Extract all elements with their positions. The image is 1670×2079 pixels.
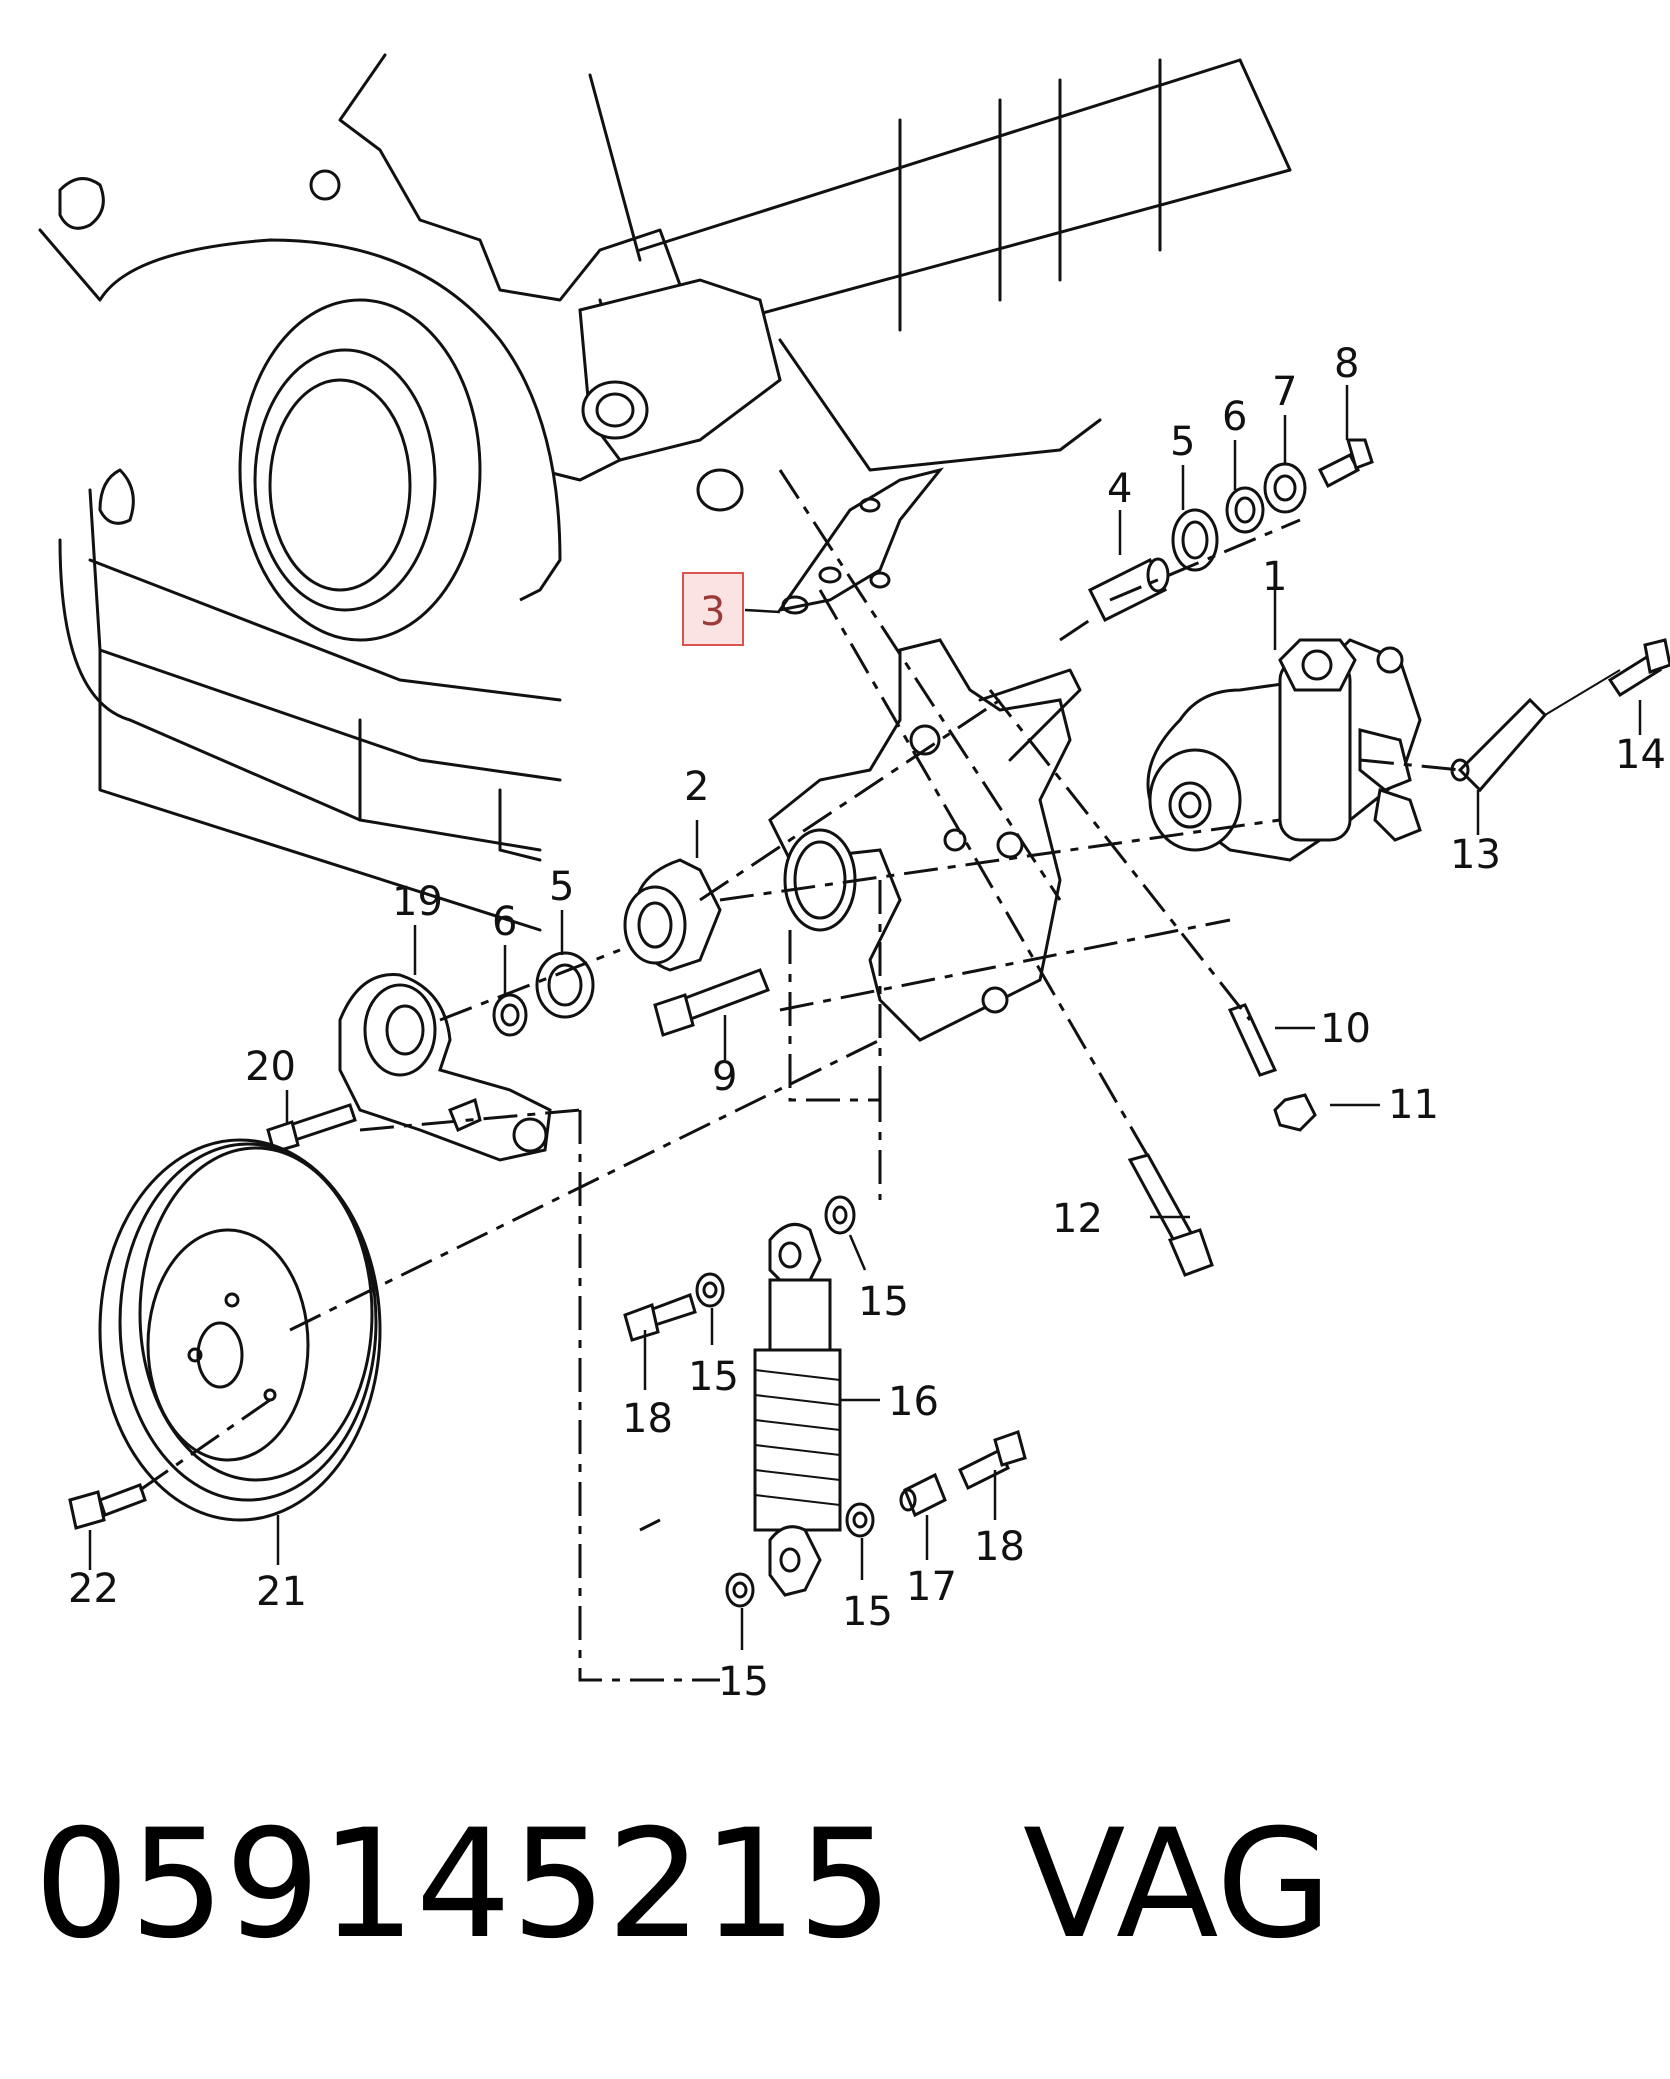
washer-part-15-c — [845, 1502, 875, 1538]
callout-18-left: 18 — [622, 1396, 673, 1442]
callout-12: 12 — [1052, 1196, 1103, 1242]
callout-10: 10 — [1320, 1006, 1371, 1052]
callout-18-right: 18 — [974, 1524, 1025, 1570]
callout-3-highlight — [682, 572, 744, 646]
callout-13: 13 — [1450, 832, 1501, 878]
bolt-part-20 — [266, 1103, 357, 1154]
power-steering-pump-part-1 — [1146, 638, 1422, 862]
bolt-part-18-left — [623, 1293, 697, 1342]
pump-bracket — [768, 638, 1082, 1042]
part-footer: 059145215 VAG — [34, 1810, 1332, 2010]
callout-9: 9 — [712, 1054, 737, 1100]
bolt-part-12 — [1127, 1153, 1214, 1277]
callout-6-lower: 6 — [492, 899, 517, 945]
stud-part-10 — [1227, 1003, 1278, 1077]
washer-part-15-b — [695, 1272, 725, 1308]
callout-17: 17 — [906, 1564, 957, 1610]
callout-6-upper: 6 — [1222, 394, 1247, 440]
pulley-part-21 — [98, 1138, 382, 1522]
bushing-part-6-upper — [1225, 486, 1265, 534]
callout-5-upper: 5 — [1170, 419, 1195, 465]
washer-part-5-lower — [535, 951, 595, 1019]
callout-14: 14 — [1615, 732, 1666, 778]
bolt-part-22 — [68, 1483, 147, 1530]
washer-part-15-d — [725, 1572, 755, 1608]
washer-part-7 — [1263, 462, 1307, 514]
callout-22: 22 — [68, 1566, 119, 1612]
bolt-part-18-right — [958, 1430, 1027, 1491]
bolt-part-8 — [1317, 438, 1374, 489]
tensioner-arm-part-19 — [338, 973, 552, 1162]
callout-2: 2 — [684, 764, 709, 810]
engine-block-drawing — [38, 53, 1292, 932]
callout-15-c: 15 — [842, 1589, 893, 1635]
callout-8: 8 — [1334, 341, 1359, 387]
gasket-part-3 — [776, 467, 944, 615]
bolt-part-14 — [1607, 638, 1670, 698]
callout-15-b: 15 — [688, 1354, 739, 1400]
bush-part-17 — [899, 1472, 947, 1518]
callout-20: 20 — [245, 1044, 296, 1090]
sleeve-part-2 — [623, 858, 722, 972]
hose-part-13 — [1450, 669, 1621, 793]
callout-15-d: 15 — [718, 1659, 769, 1705]
bushing-part-6-lower — [492, 993, 528, 1037]
washer-part-5-upper — [1171, 508, 1219, 572]
washer-part-15-a — [824, 1195, 856, 1235]
callout-16: 16 — [888, 1379, 939, 1425]
callout-15-a: 15 — [858, 1279, 909, 1325]
assembly-lines — [139, 469, 1461, 1682]
bolt-part-9 — [653, 968, 770, 1037]
nut-part-11 — [1273, 1093, 1317, 1132]
callout-11: 11 — [1388, 1082, 1439, 1128]
callout-5-lower: 5 — [549, 864, 574, 910]
callout-leaders — [88, 385, 1642, 1650]
callout-1: 1 — [1262, 554, 1287, 600]
callout-19: 19 — [392, 879, 443, 925]
exploded-parts-diagram: 1 2 3 4 5 5 6 6 7 8 9 10 11 12 13 14 15 … — [38, 53, 1670, 1705]
sleeve-part-4 — [1087, 557, 1170, 623]
damper-part-16 — [753, 1222, 842, 1597]
callout-7: 7 — [1272, 369, 1297, 415]
callout-3: 3 — [700, 589, 725, 635]
brand-name: VAG — [1022, 1798, 1333, 1972]
part-number: 059145215 — [34, 1798, 893, 1972]
callout-labels: 1 2 3 4 5 5 6 6 7 8 9 10 11 12 13 14 15 … — [68, 341, 1666, 1705]
callout-21: 21 — [256, 1569, 307, 1615]
callout-4: 4 — [1107, 466, 1132, 512]
